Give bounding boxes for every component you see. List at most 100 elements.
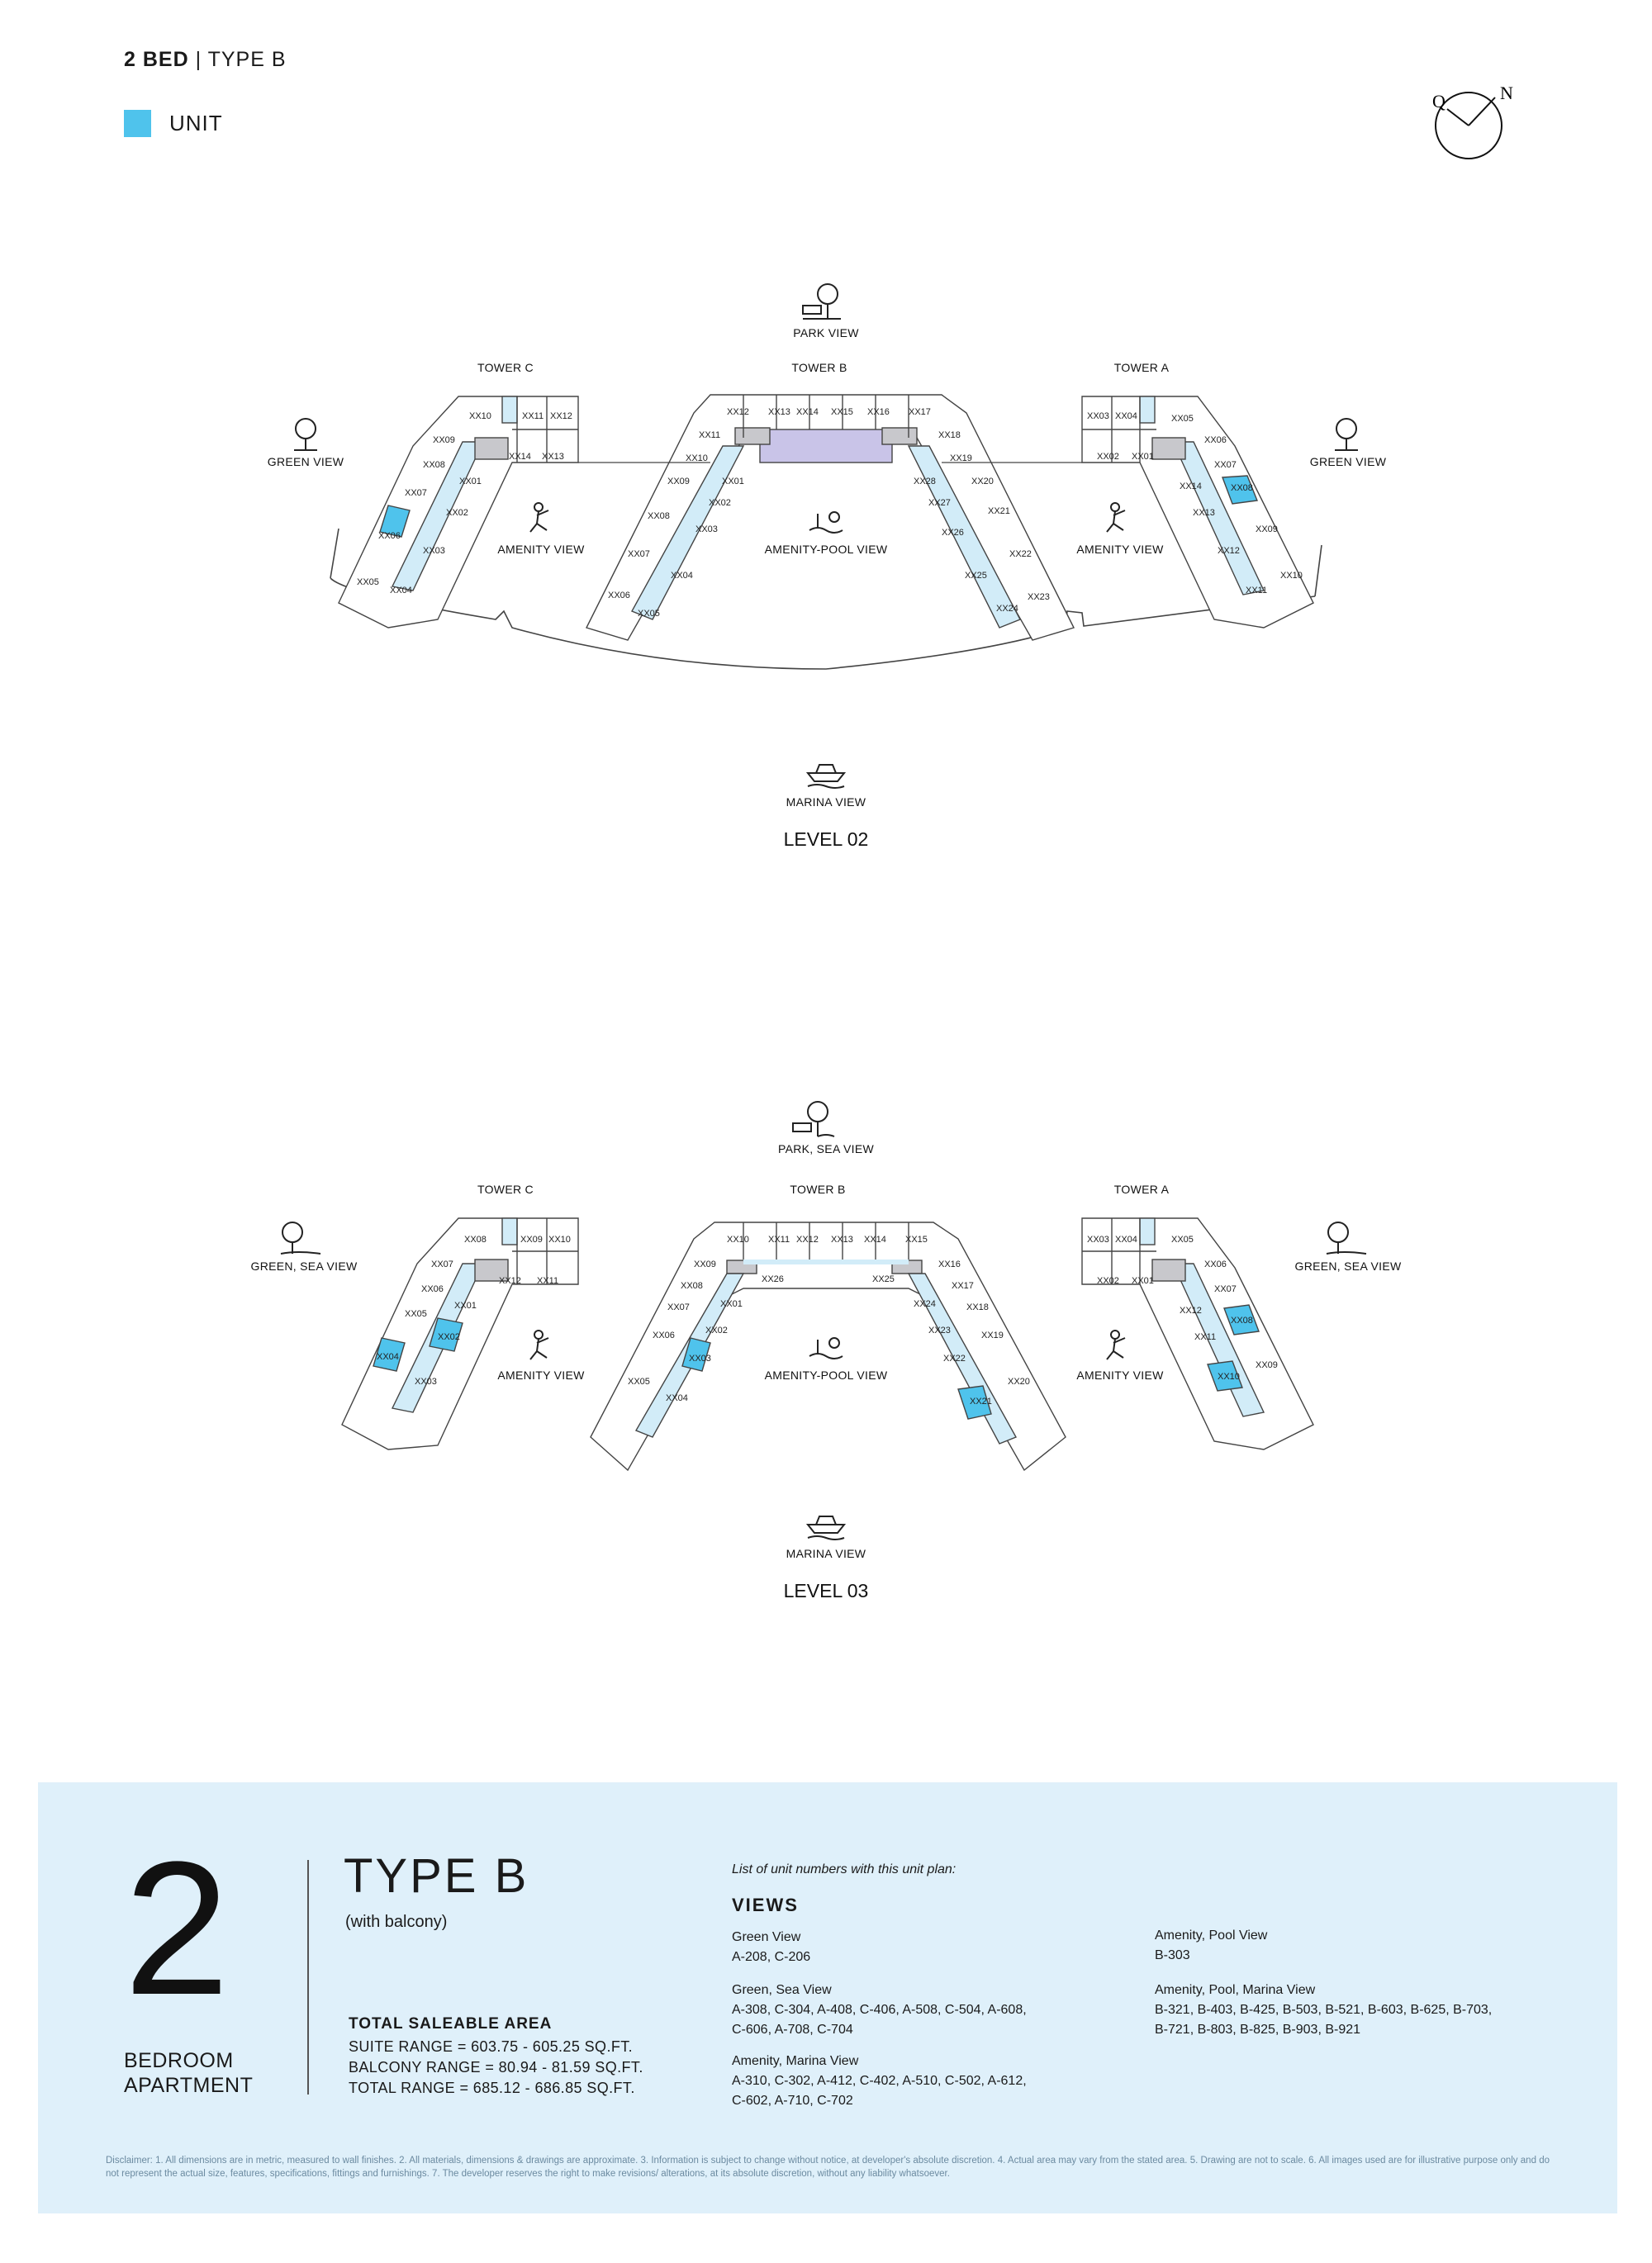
l2-right-view: GREEN VIEW (1310, 455, 1387, 468)
unit-label: XX04 (666, 1393, 688, 1403)
unit-label: XX17 (952, 1281, 974, 1291)
unit-label: XX08 (464, 1235, 487, 1245)
view-group-units: C-602, A-710, C-702 (732, 2094, 853, 2108)
legend-unit-swatch (124, 110, 151, 137)
unit-label: XX22 (1009, 549, 1032, 559)
l2-unit-labels: XX10 XX11 XX12 XX09 XX14 XX13 XX08 XX01 … (357, 407, 1303, 619)
unit-label: XX12 (727, 407, 749, 417)
view-group-amenity-marina: Amenity, Marina View A-310, C-302, A-412… (732, 2052, 1027, 2111)
unit-label: XX25 (965, 571, 987, 581)
l2-tower-c-block (338, 396, 579, 629)
unit-label: XX15 (905, 1235, 928, 1245)
total-range: TOTAL RANGE = 685.12 - 686.85 SQ.FT. (349, 2080, 635, 2096)
unit-label: XX05 (1171, 1235, 1194, 1245)
unit-label: XX01 (1132, 452, 1154, 462)
view-group-title: Amenity, Pool View (1155, 1929, 1268, 1943)
view-group-green: Green View A-208, C-206 (732, 1928, 810, 1967)
view-group-units: A-310, C-302, A-412, C-402, A-510, C-502… (732, 2074, 1027, 2088)
unit-label: XX12 (550, 411, 572, 421)
tree-icon (280, 1222, 321, 1255)
l2-tower-b-block (586, 394, 1075, 641)
title-rest: | TYPE B (195, 48, 287, 71)
unit-label: XX12 (1218, 546, 1240, 556)
view-group-units: A-308, C-304, A-408, C-406, A-508, C-504… (732, 2003, 1027, 2017)
unit-label: XX02 (1097, 1276, 1119, 1286)
unit-label: XX04 (1115, 1235, 1137, 1245)
legend: UNIT (124, 110, 223, 137)
suite-range: SUITE RANGE = 603.75 - 605.25 SQ.FT. (349, 2038, 634, 2055)
bedroom-count: 2 (124, 1822, 230, 2034)
pool-icon (809, 511, 843, 534)
pool-icon (809, 1337, 843, 1359)
view-group-units: B-303 (1155, 1948, 1190, 1962)
tree-icon (294, 418, 317, 451)
unit-label: XX18 (938, 430, 961, 440)
park-icon (802, 283, 841, 320)
unit-label: XX04 (377, 1352, 399, 1362)
unit-label: XX06 (1204, 435, 1227, 445)
amenity-icon (1106, 1330, 1126, 1360)
divider (307, 1860, 309, 2095)
unit-label: XX14 (864, 1235, 886, 1245)
l3-amenity-center: AMENITY-POOL VIEW (765, 1369, 888, 1382)
unit-label: XX08 (423, 460, 445, 470)
l2-tower-b: TOWER B (791, 361, 847, 374)
unit-label: XX02 (705, 1326, 728, 1336)
unit-label: XX01 (720, 1299, 743, 1309)
compass-icon: Q N (1432, 83, 1513, 159)
l3-tower-c: TOWER C (477, 1183, 534, 1196)
unit-label: XX17 (909, 407, 931, 417)
view-group-title: Green View (732, 1930, 801, 1944)
unit-label: XX26 (762, 1274, 784, 1284)
unit-label: XX24 (914, 1299, 936, 1309)
unit-label: XX07 (628, 549, 650, 559)
unit-label: XX21 (970, 1397, 992, 1407)
unit-label: XX03 (689, 1354, 711, 1364)
unit-label: XX06 (653, 1331, 675, 1340)
view-group-units: C-606, A-708, C-704 (732, 2023, 853, 2037)
unit-label: XX02 (709, 498, 731, 508)
view-group-title: Amenity, Marina View (732, 2054, 859, 2068)
l3-bottom-view: MARINA VIEW (786, 1547, 866, 1560)
unit-label: XX14 (509, 452, 531, 462)
l2-amenity-left: AMENITY VIEW (497, 543, 585, 556)
unit-label: XX09 (1256, 524, 1278, 534)
unit-label: XX27 (928, 498, 951, 508)
unit-label: XX03 (423, 546, 445, 556)
compass-n-label: N (1500, 83, 1513, 103)
unit-label: XX16 (867, 407, 890, 417)
unit-label: XX03 (1087, 1235, 1109, 1245)
view-group-title: Amenity, Pool, Marina View (1155, 1983, 1316, 1997)
view-group-amenity-pool-marina: Amenity, Pool, Marina View B-321, B-403,… (1155, 1981, 1492, 2040)
unit-label: XX23 (928, 1326, 951, 1336)
view-group-amenity-pool: Amenity, Pool View B-303 (1155, 1926, 1267, 1966)
list-heading: List of unit numbers with this unit plan… (732, 1862, 957, 1876)
unit-label: XX13 (831, 1235, 853, 1245)
unit-label: XX13 (542, 452, 564, 462)
l3-tower-b: TOWER B (790, 1183, 845, 1196)
unit-label: XX09 (520, 1235, 543, 1245)
unit-label: XX11 (768, 1235, 790, 1245)
unit-label: XX05 (638, 609, 660, 619)
unit-label: XX03 (415, 1377, 437, 1387)
unit-label: XX05 (628, 1377, 650, 1387)
unit-label: XX07 (431, 1260, 453, 1269)
level-02-plan: PARK VIEW TOWER C TOWER B TOWER A GREEN … (268, 283, 1387, 850)
l2-amenity-center: AMENITY-POOL VIEW (765, 543, 888, 556)
balcony-note: (with balcony) (345, 1913, 448, 1931)
l3-tower-c-block (341, 1217, 579, 1450)
l2-podium-outline (330, 528, 1322, 670)
l2-tower-a: TOWER A (1114, 361, 1170, 374)
views-title: VIEWS (732, 1895, 799, 1915)
l3-tower-a: TOWER A (1114, 1183, 1170, 1196)
area-ranges: SUITE RANGE = 603.75 - 605.25 SQ.FT. BAL… (349, 2037, 643, 2099)
unit-label: XX28 (914, 477, 936, 486)
l2-level-label: LEVEL 02 (784, 828, 869, 850)
unit-label: XX19 (981, 1331, 1004, 1340)
l2-bottom-view: MARINA VIEW (786, 795, 866, 809)
l3-right-view: GREEN, SEA VIEW (1295, 1260, 1402, 1273)
bedroom-line-2: APARTMENT (124, 2074, 254, 2097)
unit-label: XX11 (537, 1276, 558, 1286)
unit-label: XX11 (1246, 586, 1267, 595)
unit-label: XX12 (499, 1276, 521, 1286)
